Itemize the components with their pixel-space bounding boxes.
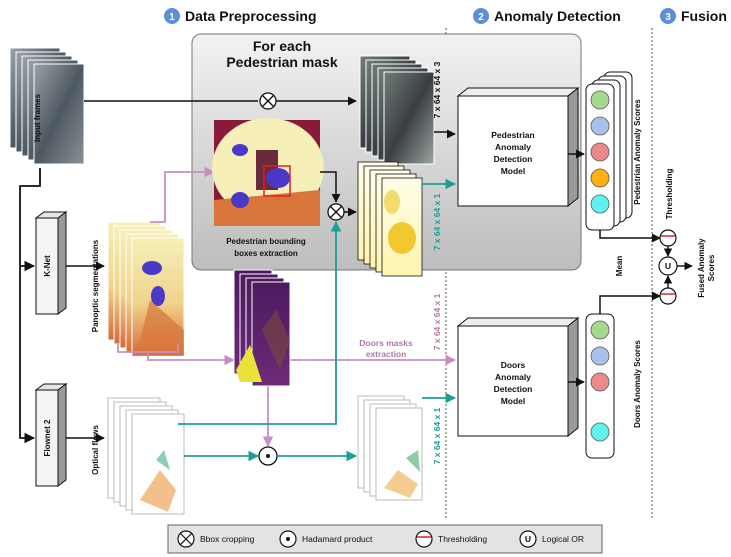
- doors-model-label-1: Doors: [501, 360, 526, 370]
- doors-scores-label: Doors Anomaly Scores: [633, 340, 642, 428]
- doors-model-box: [456, 316, 580, 438]
- legend-thresholding-label: Thresholding: [438, 534, 487, 544]
- pedestrian-score-circle: [590, 168, 610, 188]
- panoptic-to-bbox-arrow: [150, 166, 216, 223]
- pedestrian-mask-stack: [357, 161, 423, 277]
- bbox-crop-operator-bottom: [327, 203, 345, 221]
- input-frames-label: Input frames: [33, 93, 42, 142]
- doors-scores-to-threshold-arrow: [599, 291, 661, 314]
- ped-scores-to-threshold-arrow: [599, 230, 661, 243]
- thresholding-icon: [415, 530, 433, 548]
- knet-label: K-Net: [43, 255, 52, 277]
- logical-or-symbol: U: [665, 261, 671, 271]
- hadamard-operator: [258, 446, 278, 466]
- dim-ped-mask-label: 7 x 64 x 64 x 1: [432, 193, 442, 250]
- doors-mask-stack: [233, 269, 291, 387]
- flownet-box: [34, 383, 68, 487]
- doors-flow-stack: [357, 395, 423, 501]
- section-number-badge: [660, 8, 676, 24]
- bbox-cropping-icon: [177, 530, 195, 548]
- section-number: 1: [169, 12, 175, 23]
- section-title: Anomaly Detection: [494, 8, 621, 24]
- pedestrian-model-label-2: Anomaly: [495, 142, 531, 152]
- pedestrian-model-label-3: Detection: [494, 154, 533, 164]
- legend-bbox-label: Bbox cropping: [200, 534, 255, 544]
- dim-rgb-label: 7 x 64 x 64 x 3: [432, 61, 442, 118]
- cropped-frames-stack: [359, 55, 435, 165]
- dim-doors-mask-label: 7 x 64 x 64 x 1: [432, 293, 442, 350]
- pedestrian-mask-label: Pedestrian mask: [226, 54, 337, 70]
- input-frames-stack: [9, 47, 85, 165]
- bbox-extraction-image: [212, 118, 324, 226]
- doors-score-circle: [590, 372, 610, 392]
- bbox-extraction-label-2: boxes extraction: [234, 249, 298, 258]
- for-each-label: For each: [253, 38, 311, 54]
- doors-score-circle: [590, 422, 610, 442]
- section-number-badge: [473, 8, 489, 24]
- pedestrian-score-circle: [590, 116, 610, 136]
- doors-model-label-3: Detection: [494, 384, 533, 394]
- pedestrian-model-label-4: Model: [501, 166, 526, 176]
- doors-score-circles: [590, 320, 610, 442]
- dim-flow-label: 7 x 64 x 64 x 1: [432, 407, 442, 464]
- knet-box: [34, 211, 68, 315]
- fused-scores-label-1: Fused Anomaly: [697, 238, 706, 298]
- threshold-operator-bottom: [659, 287, 677, 305]
- panoptic-segmentation-stack: [107, 221, 185, 357]
- pedestrian-score-circle: [590, 142, 610, 162]
- doors-extraction-label: extraction: [366, 349, 407, 359]
- section-header-anomaly-detection: 2 Anomaly Detection: [473, 8, 621, 24]
- fused-scores-label-2: Scores: [707, 254, 716, 281]
- doors-score-circle: [590, 320, 610, 340]
- doors-model-label-2: Anomaly: [495, 372, 531, 382]
- flownet-label: Flownet 2: [43, 419, 52, 456]
- legend-hadamard-label: Hadamard product: [302, 534, 373, 544]
- doors-score-circle: [590, 346, 610, 366]
- pedestrian-model-label-1: Pedestrian: [491, 130, 534, 140]
- section-title: Data Preprocessing: [185, 8, 317, 24]
- pedestrian-score-circles: [590, 90, 610, 214]
- frames-to-model-arrow: [434, 129, 456, 139]
- optical-flows-stack: [107, 397, 185, 515]
- optical-flows-label: Optical flows: [91, 425, 100, 475]
- input-trunk: [19, 168, 41, 444]
- flow-to-crop-arrow: [178, 220, 342, 425]
- legend-logical-or-label: Logical OR: [542, 534, 584, 544]
- panoptic-label: Panoptic segmentations: [91, 239, 100, 332]
- pedestrian-score-circle: [590, 90, 610, 110]
- bbox-extraction-label-1: Pedestrian bounding: [226, 237, 306, 246]
- legend: Bbox cropping Hadamard product Threshold…: [167, 524, 603, 554]
- logical-or-icon-symbol: U: [525, 534, 531, 544]
- section-number: 2: [478, 12, 484, 23]
- section-title: Fusion: [681, 8, 727, 24]
- threshold-operator-top: [659, 229, 677, 247]
- logical-or-icon: U: [519, 530, 537, 548]
- doors-masks-label: Doors masks: [359, 338, 413, 348]
- mean-label: Mean: [615, 256, 624, 277]
- thresholding-vertical-label: Thresholding: [665, 169, 674, 220]
- bbox-crop-operator-top: [259, 92, 277, 110]
- hadamard-product-icon: [279, 530, 297, 548]
- doors-model-label-4: Model: [501, 396, 526, 406]
- pedestrian-score-circle: [590, 194, 610, 214]
- section-header-fusion: 3 Fusion: [660, 8, 727, 24]
- section-header-preprocessing: 1 Data Preprocessing: [164, 8, 317, 24]
- section-number: 3: [665, 12, 671, 23]
- bbox-to-crop-arrow: [320, 171, 341, 203]
- panoptic-brace: [117, 344, 234, 360]
- pedestrian-model-box: [456, 86, 580, 208]
- logical-or-operator: U: [658, 256, 678, 276]
- pedestrian-scores-label: Pedestrian Anomaly Scores: [633, 99, 642, 205]
- section-number-badge: [164, 8, 180, 24]
